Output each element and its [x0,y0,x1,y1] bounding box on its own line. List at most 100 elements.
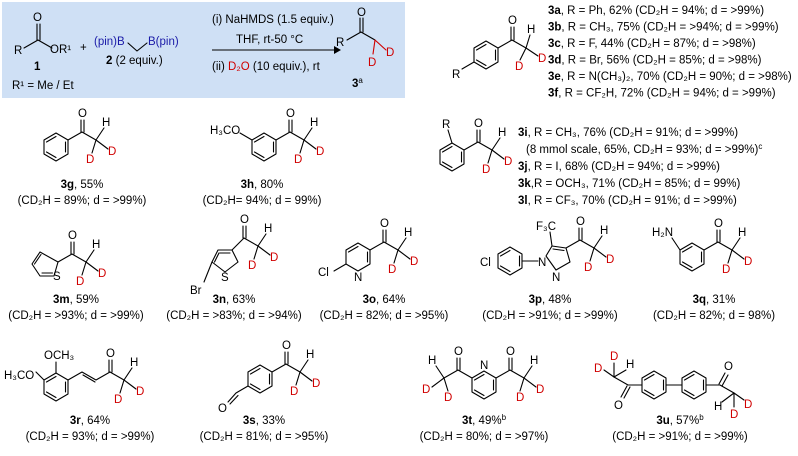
caption-3o: 3o, 64% [363,294,406,306]
product-O-label: O [357,7,366,19]
atom-H: H [92,239,100,251]
caption-detail-3n: (CD₂H = >83%; d = >94%) [166,310,302,322]
atom-O: O [508,15,517,27]
caption-detail-3o: (CD₂H = 82%; d = >95%) [320,310,449,322]
caption-detail-3r: (CD₂H = 93%; d = >99%) [26,431,155,443]
atom-H3CO: H₃CO [4,370,34,382]
structure-3m: S O H D D [31,230,106,288]
atom-H: H [527,24,535,36]
atom-O: O [576,216,585,228]
atom-D: D [722,264,730,276]
caption-3n: 3n, 63% [213,294,256,306]
atom-D: D [248,260,256,272]
caption-detail-3p: (CD₂H = >91%; d = >99%) [482,310,618,322]
atom-H2N: H₂N [652,227,673,239]
caption-3m: 3m, 59% [53,294,99,306]
atom-D: D [515,61,523,73]
atom-H: H [530,355,538,367]
atom-N: N [538,257,546,269]
caption-detail-3m: (CD₂H = >93%; d = >99%) [8,310,144,322]
ester-O-label: O [33,12,42,24]
structure-3t: N O O H H D D D D [422,346,544,404]
atom-D: D [744,399,752,411]
atom-O: O [106,348,115,360]
atom-D: D [86,154,94,166]
atom-O: O [714,218,723,230]
atom-N: N [480,360,488,372]
atom-D: D [316,146,324,158]
entry-3l: 3l, R = CF₃, 70% (CD₂H = 91%; d = >99%) [518,195,737,207]
structure-3s: O O H D D [218,340,320,415]
atom-D: D [444,392,452,404]
entry-3f: 3f, R = CF₂H, 72% (CD₂H = 94%; d = >99%) [548,88,776,100]
entry-3i: 3i, R = CH₃, 76% (CD₂H = 91%; d = >99%) [518,127,738,139]
compound-captions: 3g, 55%(CD₂H = 89%; d = >99%)3h, 80%(CD₂… [8,179,775,443]
ester-R-label: R [14,45,22,57]
entry-3a: 3a, R = Ph, 62% (CD₂H = 94%; d = >99%) [548,5,764,17]
structure-3h: H₃CO O H D D [210,108,324,166]
atom-N: N [354,272,362,284]
atom-O: O [286,108,295,120]
atom-S: S [53,271,61,283]
atom-N: N [552,272,560,284]
atom-O: O [506,346,515,358]
caption-detail-3u: (CD₂H = >91%; d = >99%) [612,431,748,443]
structure-3i-3l: R O H D D [439,118,512,176]
atom-D: D [538,53,546,65]
atom-Cl: Cl [318,267,329,279]
caption-detail-3s: (CD₂H = 81%; d = >95%) [200,431,329,443]
atom-H3CO: H₃CO [210,125,240,137]
structure-3g: O H D D [43,108,116,166]
entries-3a-3f: 3a, R = Ph, 62% (CD₂H = 94%; d = >99%)3b… [548,5,792,100]
structure-3a-3f: R O H D D [452,15,546,81]
entry-3k: 3k,R = OCH₃, 71% (CD₂H = 85%; d = 99%) [518,178,740,190]
caption-3t: 3t, 49%b [462,413,507,428]
atom-F3C: F₃C [536,221,556,233]
condition-3: (ii) D₂O (10 equiv.), rt [212,61,321,73]
atom-O: O [380,218,389,230]
product-D1-label: D [386,47,394,59]
product-3-structure: O R D D 3a [336,7,394,90]
atom-D: D [114,394,122,406]
structure-3r: H₃CO OCH₃ O H D D [4,348,144,406]
condition-1: (i) NaHMDS (1.5 equiv.) [212,14,334,26]
atom-H: H [306,349,314,361]
atom-O: O [282,340,291,352]
atom-H: H [714,401,722,413]
atom-D: D [290,386,298,398]
caption-3s: 3s, 33% [243,415,285,427]
atom-O: O [474,118,483,130]
boron-pin-right: B(pin) [148,36,179,48]
structure-3p: Cl N N F₃C O H D D [480,216,614,284]
caption-3g: 3g, 55% [61,179,104,191]
atom-D: D [136,386,144,398]
product-R-label: R [336,37,344,49]
atom-D: D [270,252,278,264]
condition-2: THF, rt-50 °C [236,34,303,46]
entry-3e: 3e, R = N(CH₃)₂, 70% (CD₂H = 90%; d = >9… [548,71,792,83]
atom-D: D [294,154,302,166]
caption-3u: 3u, 57%b [656,413,704,428]
atom-D: D [594,363,602,375]
atom-D: D [108,146,116,158]
ester-number: 1 [34,61,41,73]
entry-scale-up: (8 mmol scale, 65%, CD₂H = 93%; d = >99%… [526,142,762,157]
atom-H: H [310,117,318,129]
atom-D: D [98,268,106,280]
entries-3i-3l: 3i, R = CH₃, 76% (CD₂H = 91%; d = >99%) (… [518,127,762,207]
caption-detail-3t: (CD₂H = 80%; d = >97%) [420,431,549,443]
atom-D: D [536,384,544,396]
atom-D: D [730,409,738,421]
atom-H: H [102,117,110,129]
caption-3p: 3p, 48% [529,294,572,306]
atom-D: D [76,276,84,288]
diboron-2-structure: (pin)B B(pin) 2 (2 equiv.) [94,36,179,67]
atom-D: D [388,264,396,276]
boron-pin-left: (pin)B [94,36,125,48]
caption-3r: 3r, 64% [70,415,110,427]
atom-H: H [428,355,436,367]
atom-D: D [422,384,430,396]
atom-D: D [610,351,618,363]
caption-detail-3g: (CD₂H = 89%; d = >99%) [18,195,147,207]
atom-D: D [410,256,418,268]
